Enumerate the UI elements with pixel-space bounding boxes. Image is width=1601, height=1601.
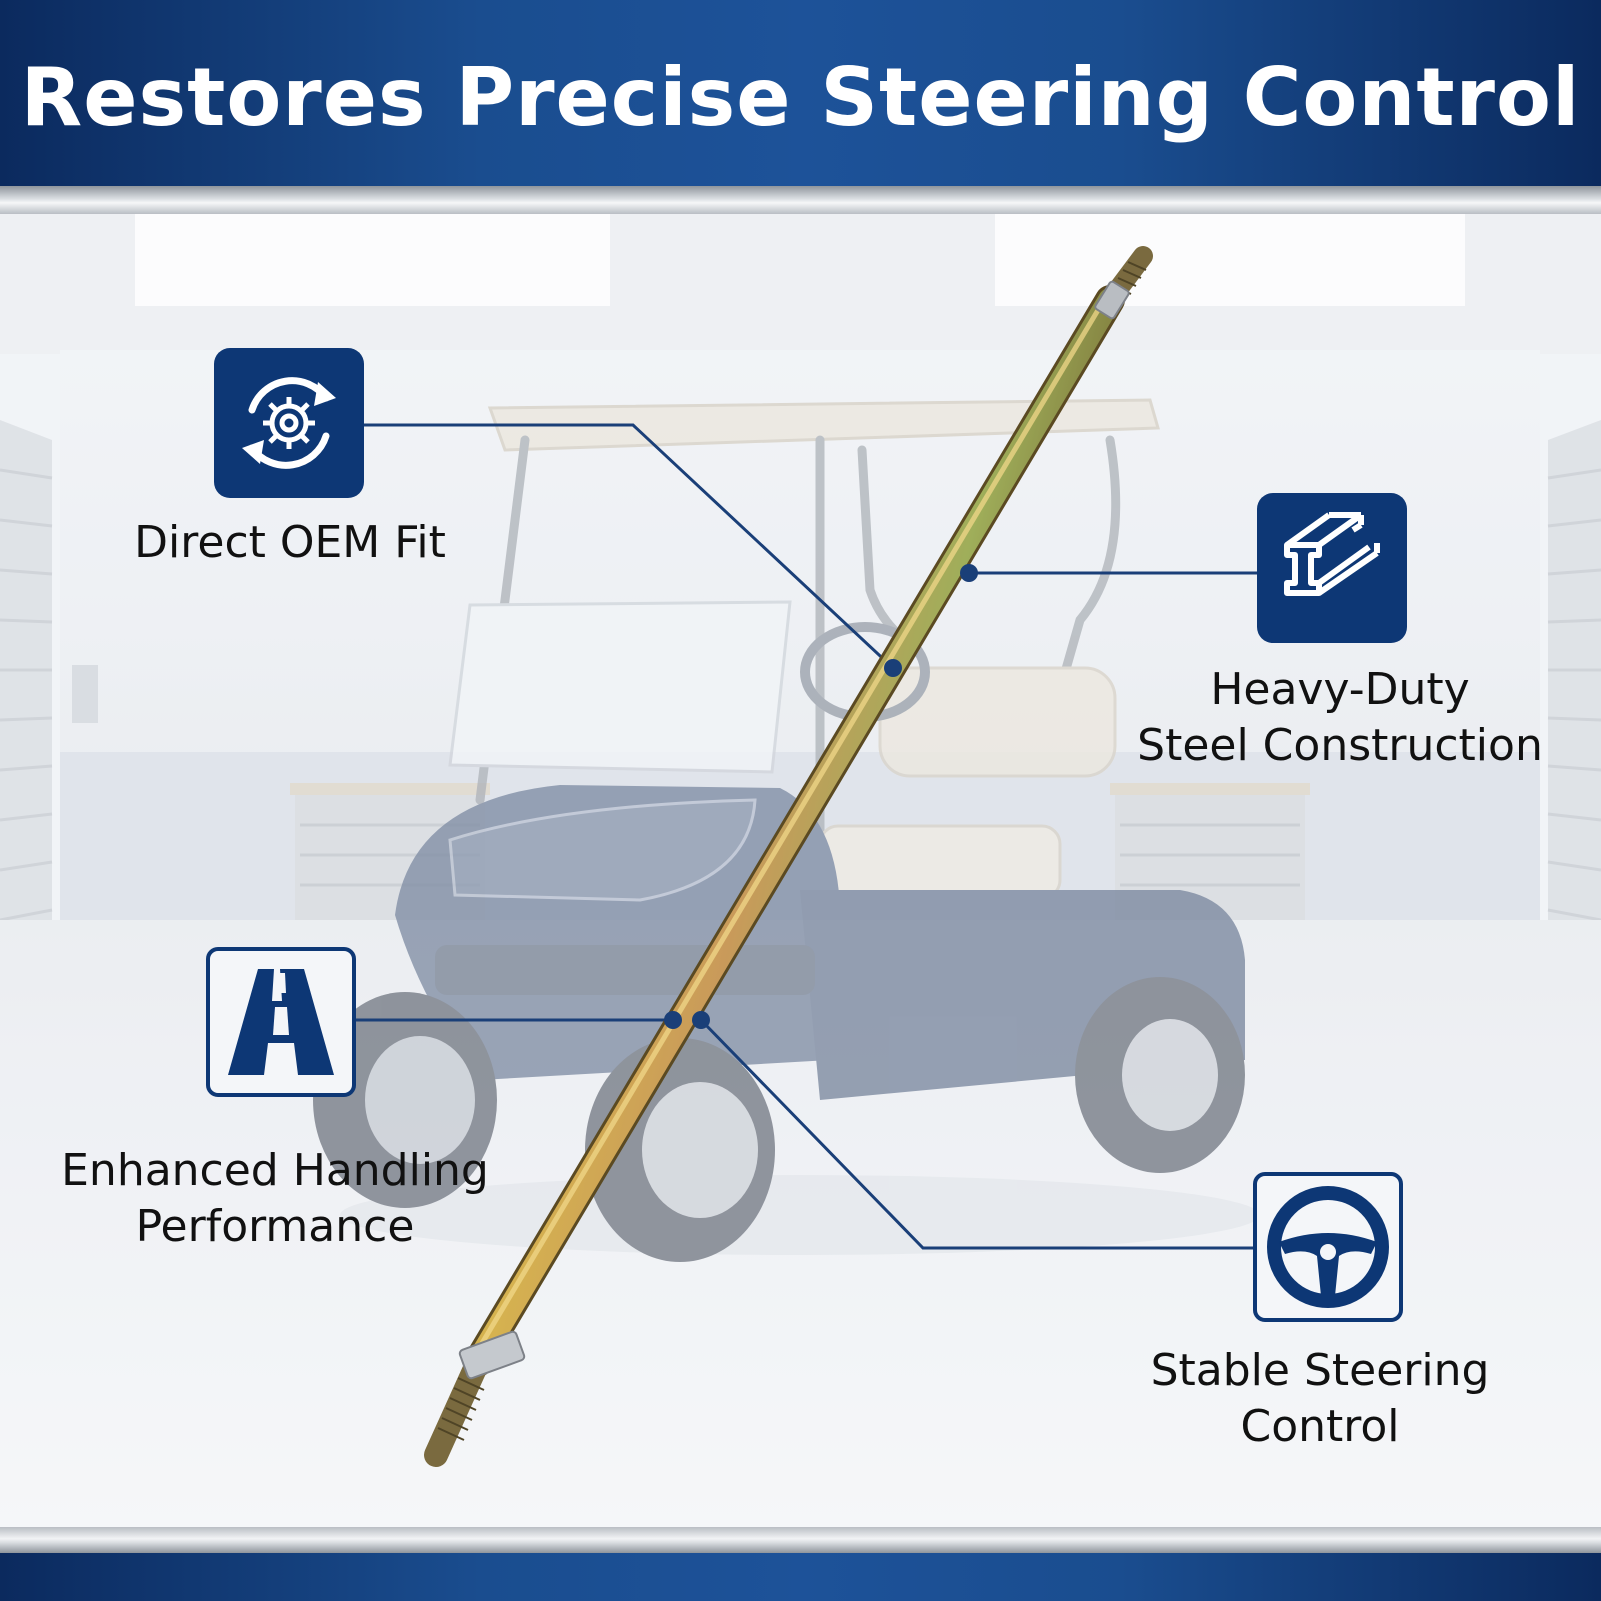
handling-label-line1: Enhanced Handling xyxy=(61,1145,489,1196)
handling-label-line2: Performance xyxy=(135,1201,415,1252)
steering-label-line1: Stable Steering xyxy=(1150,1345,1490,1396)
footer-banner xyxy=(0,1553,1601,1601)
connector-steering xyxy=(699,1018,1253,1250)
connector-oem-fit xyxy=(362,423,895,670)
ceiling-light-right xyxy=(995,214,1465,306)
steering-wheel-icon xyxy=(1253,1172,1403,1322)
wall-switch-panel xyxy=(72,665,98,723)
rod-nut-top xyxy=(1094,280,1130,320)
callout-dot-handling xyxy=(664,1011,682,1029)
rod-nut-bottom xyxy=(458,1330,526,1380)
header-silver-trim xyxy=(0,186,1601,214)
heavy-duty-icon-tile xyxy=(1257,493,1407,643)
callout-dot-oem-fit xyxy=(884,659,902,677)
rotating-gear-icon xyxy=(214,348,364,498)
oem-fit-icon-tile xyxy=(214,348,364,498)
ceiling-light-left xyxy=(135,214,610,306)
oem-fit-label: Direct OEM Fit xyxy=(110,515,470,571)
steering-label-line2: Control xyxy=(1240,1401,1400,1452)
callout-dot-steering xyxy=(692,1011,710,1029)
page-title: Restores Precise Steering Control xyxy=(20,51,1581,144)
oem-fit-label-text: Direct OEM Fit xyxy=(134,517,446,568)
roller-door-right xyxy=(1547,420,1601,960)
road-icon xyxy=(206,947,356,1097)
steering-icon-tile xyxy=(1253,1172,1403,1322)
handling-label: Enhanced Handling Performance xyxy=(40,1143,510,1255)
steering-label: Stable Steering Control xyxy=(1110,1343,1530,1455)
roller-door-left xyxy=(0,420,53,960)
heavy-duty-label-line2: Steel Construction xyxy=(1137,720,1543,771)
callout-dot-heavy-duty xyxy=(960,564,978,582)
heavy-duty-label: Heavy-Duty Steel Construction xyxy=(1110,662,1570,774)
steel-i-beam-icon xyxy=(1257,493,1407,643)
header-banner xyxy=(0,0,1601,186)
handling-icon-tile xyxy=(206,947,356,1097)
heavy-duty-label-line1: Heavy-Duty xyxy=(1210,664,1470,715)
footer-silver-trim xyxy=(0,1527,1601,1553)
